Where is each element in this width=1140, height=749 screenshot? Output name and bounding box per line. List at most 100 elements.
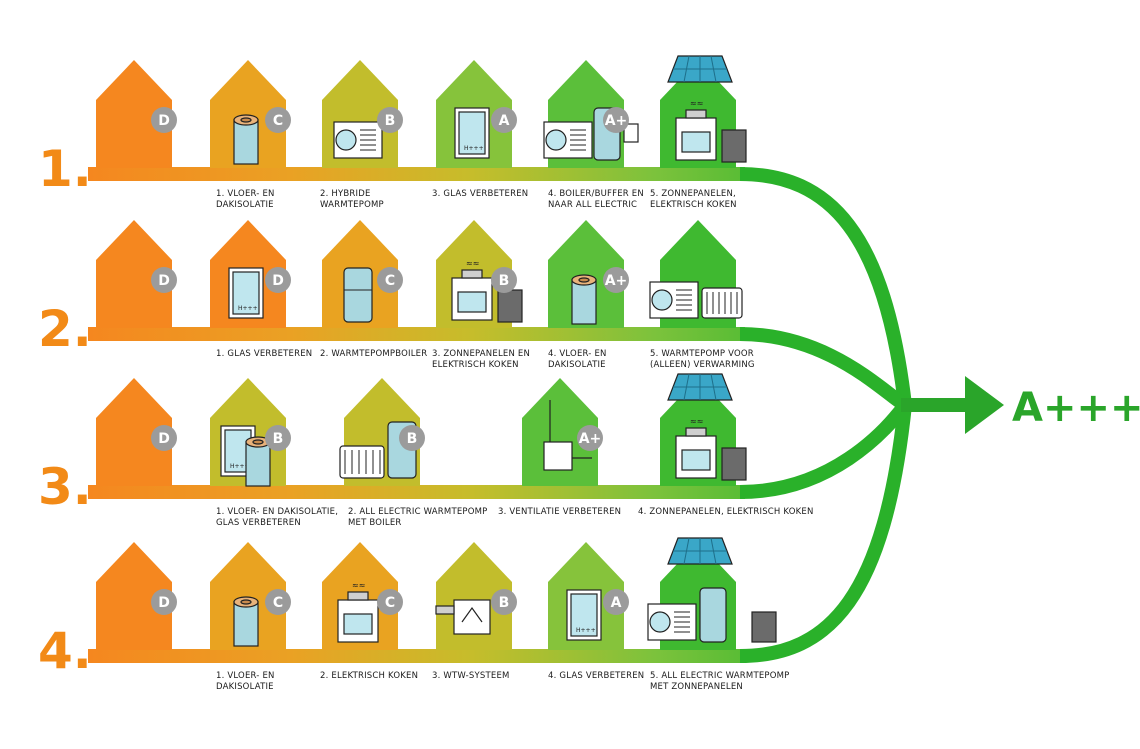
caption-3-1: 1. VLOER- EN DAKISOLATIE, — [216, 507, 338, 517]
house-2-5: A+ — [548, 220, 629, 328]
house-3-4: A+ — [522, 378, 603, 486]
caption-2-4: DAKISOLATIE — [548, 360, 606, 370]
caption-4-4: 4. GLAS VERBETEREN — [548, 671, 644, 681]
caption-4-1: DAKISOLATIE — [216, 682, 274, 692]
label-badge — [151, 589, 177, 615]
house-1-3: B — [322, 60, 403, 168]
stove-icon: ≈≈ — [675, 417, 717, 479]
label-badge — [265, 267, 291, 293]
house-1-2: C — [210, 60, 291, 168]
label-badge — [151, 267, 177, 293]
caption-3-1: GLAS VERBETEREN — [216, 518, 301, 528]
route-number-3: 3. — [38, 458, 92, 516]
road-curve-1 — [739, 167, 912, 406]
caption-4-5: MET ZONNEPANELEN — [650, 682, 743, 692]
label-badge — [151, 107, 177, 133]
house-shape — [96, 60, 172, 168]
label-badge-text: C — [273, 113, 283, 129]
svg-text:≈≈: ≈≈ — [466, 259, 479, 268]
label-badge-text: B — [407, 431, 418, 447]
route-number-2: 2. — [38, 300, 92, 358]
label-badge-text: A — [499, 113, 510, 129]
house-4-1: D — [96, 542, 177, 650]
label-badge — [491, 267, 517, 293]
window-icon: H+++ — [566, 589, 602, 641]
stove-icon: ≈≈ — [337, 581, 379, 643]
house-4-2: C — [210, 542, 291, 650]
caption-1-2: WARMTEPOMP — [320, 200, 384, 210]
insulation-roll-icon — [233, 114, 259, 165]
road-curve-4 — [739, 404, 912, 663]
label-badge — [399, 425, 425, 451]
caption-3-3: 3. VENTILATIE VERBETEREN — [498, 507, 621, 517]
house-2-6 — [649, 220, 743, 328]
label-badge — [377, 107, 403, 133]
house-shape — [548, 220, 624, 328]
house-2-1: D — [96, 220, 177, 328]
ventilation-icon — [543, 400, 592, 471]
solar-cooking-icon: ≈≈ — [451, 259, 523, 323]
caption-1-5: ELEKTRISCH KOKEN — [650, 200, 737, 210]
caption-2-3: 3. ZONNEPANELEN EN — [432, 349, 530, 359]
house-3-5: ≈≈ — [660, 373, 747, 486]
label-badge-text: D — [158, 595, 170, 611]
caption-1-3: 3. GLAS VERBETEREN — [432, 189, 528, 199]
label-badge — [603, 589, 629, 615]
boiler-icon — [343, 267, 373, 323]
solar-heat-pump-icon — [647, 587, 777, 643]
radiator-boiler-icon — [339, 421, 417, 479]
house-shape — [96, 220, 172, 328]
heat-pump-icon — [649, 281, 699, 319]
caption-4-1: 1. VLOER- EN — [216, 671, 275, 681]
caption-1-1: DAKISOLATIE — [216, 200, 274, 210]
house-shape — [96, 378, 172, 486]
insulation-roll-icon — [571, 274, 597, 325]
label-badge — [151, 425, 177, 451]
house-4-5: H+++A — [548, 542, 629, 650]
house-2-4: ≈≈B — [436, 220, 523, 328]
caption-2-4: 4. VLOER- EN — [548, 349, 607, 359]
road-curve-3 — [739, 400, 911, 499]
svg-text:≈≈: ≈≈ — [690, 99, 703, 108]
caption-4-3: 3. WTW-SYSTEEM — [432, 671, 510, 681]
goal-label: A+++ — [1012, 385, 1140, 431]
solar-cooking-icon: ≈≈ — [675, 417, 747, 481]
window-insulation-icon: H+++ — [220, 425, 271, 487]
house-1-1: D — [96, 60, 177, 168]
house-3-1: D — [96, 378, 177, 486]
label-badge-text: D — [272, 273, 284, 289]
caption-1-2: 2. HYBRIDE — [320, 189, 371, 199]
caption-1-5: 5. ZONNEPANELEN, — [650, 189, 736, 199]
house-4-3: ≈≈ C — [322, 542, 403, 650]
house-3-2: H+++ B — [210, 378, 291, 487]
caption-2-5: 5. WARMTEPOMP VOOR — [650, 349, 754, 359]
label-badge-text: C — [385, 595, 395, 611]
label-badge-text: D — [158, 273, 170, 289]
caption-1-4: 4. BOILER/BUFFER EN — [548, 189, 644, 199]
house-2-3: C — [322, 220, 403, 328]
house-1-5: A+ — [543, 60, 639, 168]
caption-2-3: ELEKTRISCH KOKEN — [432, 360, 519, 370]
label-badge — [265, 425, 291, 451]
label-badge — [603, 267, 629, 293]
label-badge-text: B — [273, 431, 284, 447]
route-number-4: 4. — [38, 622, 92, 680]
label-badge — [491, 107, 517, 133]
svg-text:H+++: H+++ — [238, 305, 258, 312]
caption-2-5: (ALLEEN) VERWARMING — [650, 360, 755, 370]
insulation-roll-icon — [233, 596, 259, 647]
insulation-roll-icon — [245, 436, 271, 487]
heat-pump-icon — [333, 121, 383, 159]
route-number-1: 1. — [38, 140, 92, 198]
svg-text:H+++: H+++ — [230, 463, 250, 470]
label-badge — [603, 107, 629, 133]
house-shape — [522, 378, 598, 486]
heat-pump-icon — [647, 603, 697, 641]
heat-pump-radiator-icon — [649, 281, 743, 319]
caption-1-4: NAAR ALL ELECTRIC — [548, 200, 637, 210]
solar-icon — [667, 537, 733, 565]
